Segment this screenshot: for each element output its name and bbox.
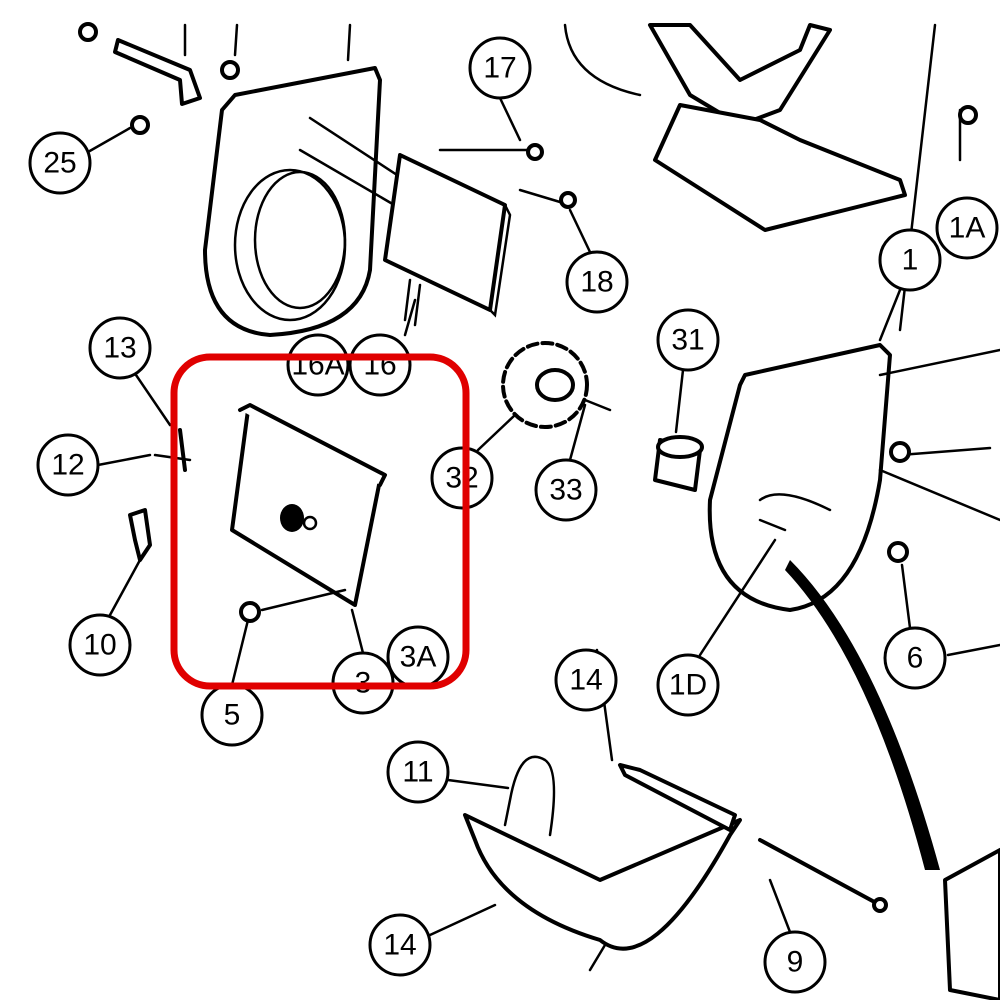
cover-plate-part: [383, 143, 577, 327]
svg-text:13: 13: [103, 332, 136, 365]
bushing-part: [653, 435, 704, 492]
svg-text:14: 14: [383, 929, 416, 962]
callout-3A: 3A: [386, 625, 450, 689]
callout-1A: 1A: [935, 196, 999, 260]
callout-16A: 16A: [286, 333, 350, 397]
lower-housing-part: [707, 343, 1000, 612]
small-fasteners: [128, 428, 261, 623]
callout-17: 17: [468, 36, 532, 100]
svg-text:1A: 1A: [949, 212, 986, 245]
callout-14-upper: 14: [554, 648, 618, 712]
callout-18: 18: [565, 250, 629, 314]
callout-25: 25: [28, 131, 92, 195]
callout-16: 16: [348, 333, 412, 397]
svg-text:25: 25: [43, 147, 76, 180]
callout-6: 6: [883, 626, 947, 690]
sprocket-part: [501, 341, 612, 429]
callout-11: 11: [386, 740, 450, 804]
callout-31: 31: [656, 308, 720, 372]
callout-1D: 1D: [656, 653, 720, 717]
svg-text:33: 33: [549, 474, 582, 507]
callout-9: 9: [763, 930, 827, 994]
svg-text:17: 17: [483, 52, 516, 85]
plate-part: [230, 403, 387, 612]
svg-text:1: 1: [902, 244, 919, 277]
svg-text:1D: 1D: [669, 669, 707, 702]
highlight-box: [170, 353, 470, 690]
housing-part: [203, 66, 422, 337]
callout-33: 33: [534, 458, 598, 522]
svg-text:10: 10: [83, 629, 116, 662]
svg-text:9: 9: [787, 946, 804, 979]
callout-1: 1: [878, 228, 942, 292]
svg-text:14: 14: [569, 664, 602, 697]
belt-part: [785, 560, 940, 870]
svg-text:6: 6: [907, 642, 924, 675]
frame-fragment: [943, 848, 1000, 1000]
svg-text:16: 16: [363, 349, 396, 382]
callout-10: 10: [68, 613, 132, 677]
callout-14-lower: 14: [368, 913, 432, 977]
svg-text:11: 11: [402, 756, 433, 789]
callout-32: 32: [430, 446, 494, 510]
callout-5: 5: [200, 683, 264, 747]
trough-part: [463, 755, 888, 951]
svg-text:16A: 16A: [291, 349, 344, 382]
svg-text:31: 31: [671, 324, 704, 357]
callout-13: 13: [88, 316, 152, 380]
bracket-part: [78, 22, 352, 135]
callout-12: 12: [36, 433, 100, 497]
svg-text:3A: 3A: [400, 641, 437, 674]
svg-text:12: 12: [51, 449, 84, 482]
svg-text:32: 32: [445, 462, 478, 495]
svg-text:5: 5: [224, 699, 241, 732]
svg-text:18: 18: [580, 266, 613, 299]
